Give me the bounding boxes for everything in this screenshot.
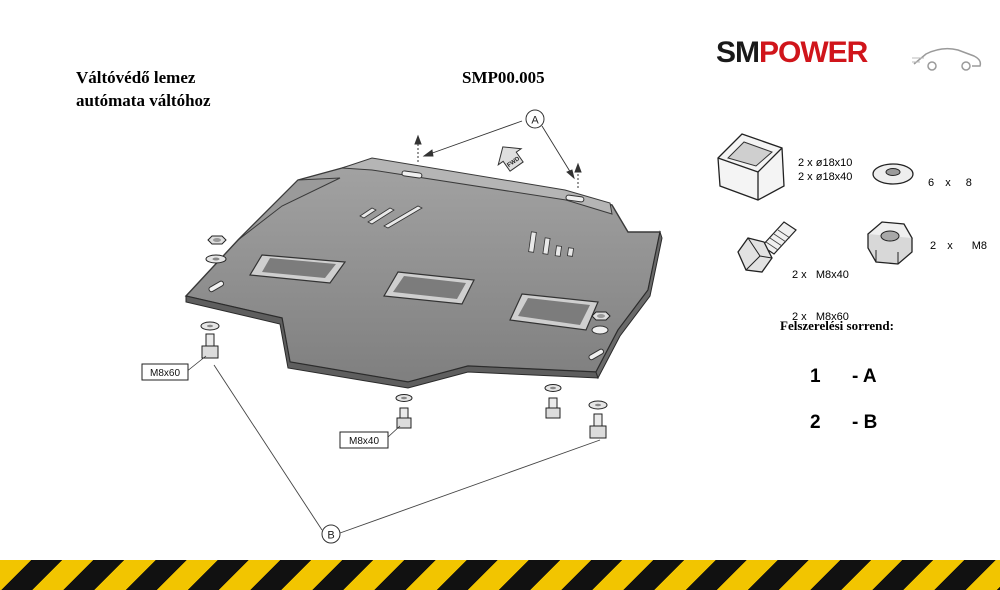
car-silhouette-icon	[912, 47, 982, 71]
bolt-spec: 2 x M8x40 2 x M8x60	[792, 240, 849, 338]
washer-icon	[872, 163, 914, 185]
mounting-slots	[208, 170, 609, 361]
spacer-spec-line-1: 2 x ø18x10	[798, 157, 853, 169]
callout-b-lines	[213, 364, 601, 534]
callout-a-lines	[422, 120, 575, 180]
title-line-1: Váltóvédő lemez	[76, 68, 196, 87]
install-step-1-num: 1	[810, 366, 821, 387]
nut-right	[591, 311, 611, 321]
washer-times: x	[945, 177, 951, 189]
hex-nut-icon	[867, 221, 913, 265]
bolt-spec-line-2: 2 x M8x60	[792, 311, 849, 323]
washer-size: 8	[965, 177, 972, 189]
install-step-2-label: - B	[852, 412, 878, 433]
logo-sm-text: SM	[716, 36, 760, 69]
skid-plate: FWD	[184, 146, 663, 389]
callout-b: B	[321, 524, 341, 544]
vent-slots	[359, 205, 574, 257]
part-number: SMP00.005	[462, 68, 545, 87]
washer-count: 6	[928, 177, 935, 189]
bolt-m8x40-right	[544, 384, 562, 419]
callout-a-label: A	[531, 115, 539, 127]
nut-spec: 2 x M8	[930, 240, 987, 252]
nut-size: M8	[971, 240, 988, 252]
bolt-m8x40-center	[395, 394, 413, 429]
spacer-spec: 2 x ø18x10 2 x ø18x40	[798, 156, 852, 184]
callout-b-label: B	[327, 530, 334, 542]
nut-top-left	[205, 235, 227, 264]
callout-a: A	[525, 109, 545, 129]
nut-count: 2	[930, 240, 937, 252]
logo-power-text: POWER	[759, 36, 868, 69]
install-order-title: Felszerelési sorrend:	[780, 318, 894, 333]
fwd-arrow-icon: FWD	[497, 146, 524, 172]
label-m8x40-text: M8x40	[349, 436, 379, 447]
title-line-2: autómata váltóhoz	[76, 91, 211, 110]
spacer-icon	[717, 133, 785, 201]
washer-spec: 6 x 8	[928, 177, 972, 189]
nut-times: x	[947, 240, 953, 252]
bolt-icon	[737, 221, 797, 273]
bolt-spec-line-1: 2 x M8x40	[792, 269, 849, 281]
label-m8x60: M8x60	[141, 355, 207, 381]
smpower-logo: SMPOWER	[716, 36, 986, 76]
bolt-m8x60-left	[200, 321, 220, 359]
spacer-spec-line-2: 2 x ø18x40	[798, 171, 853, 183]
hazard-stripe-footer	[0, 560, 1000, 590]
install-step-1-label: - A	[852, 366, 877, 387]
bolt-m8x60-right	[588, 400, 608, 439]
label-m8x40: M8x40	[339, 425, 401, 449]
mount-arrows	[414, 134, 582, 188]
install-step-2-num: 2	[810, 412, 821, 433]
label-m8x60-text: M8x60	[150, 368, 180, 379]
